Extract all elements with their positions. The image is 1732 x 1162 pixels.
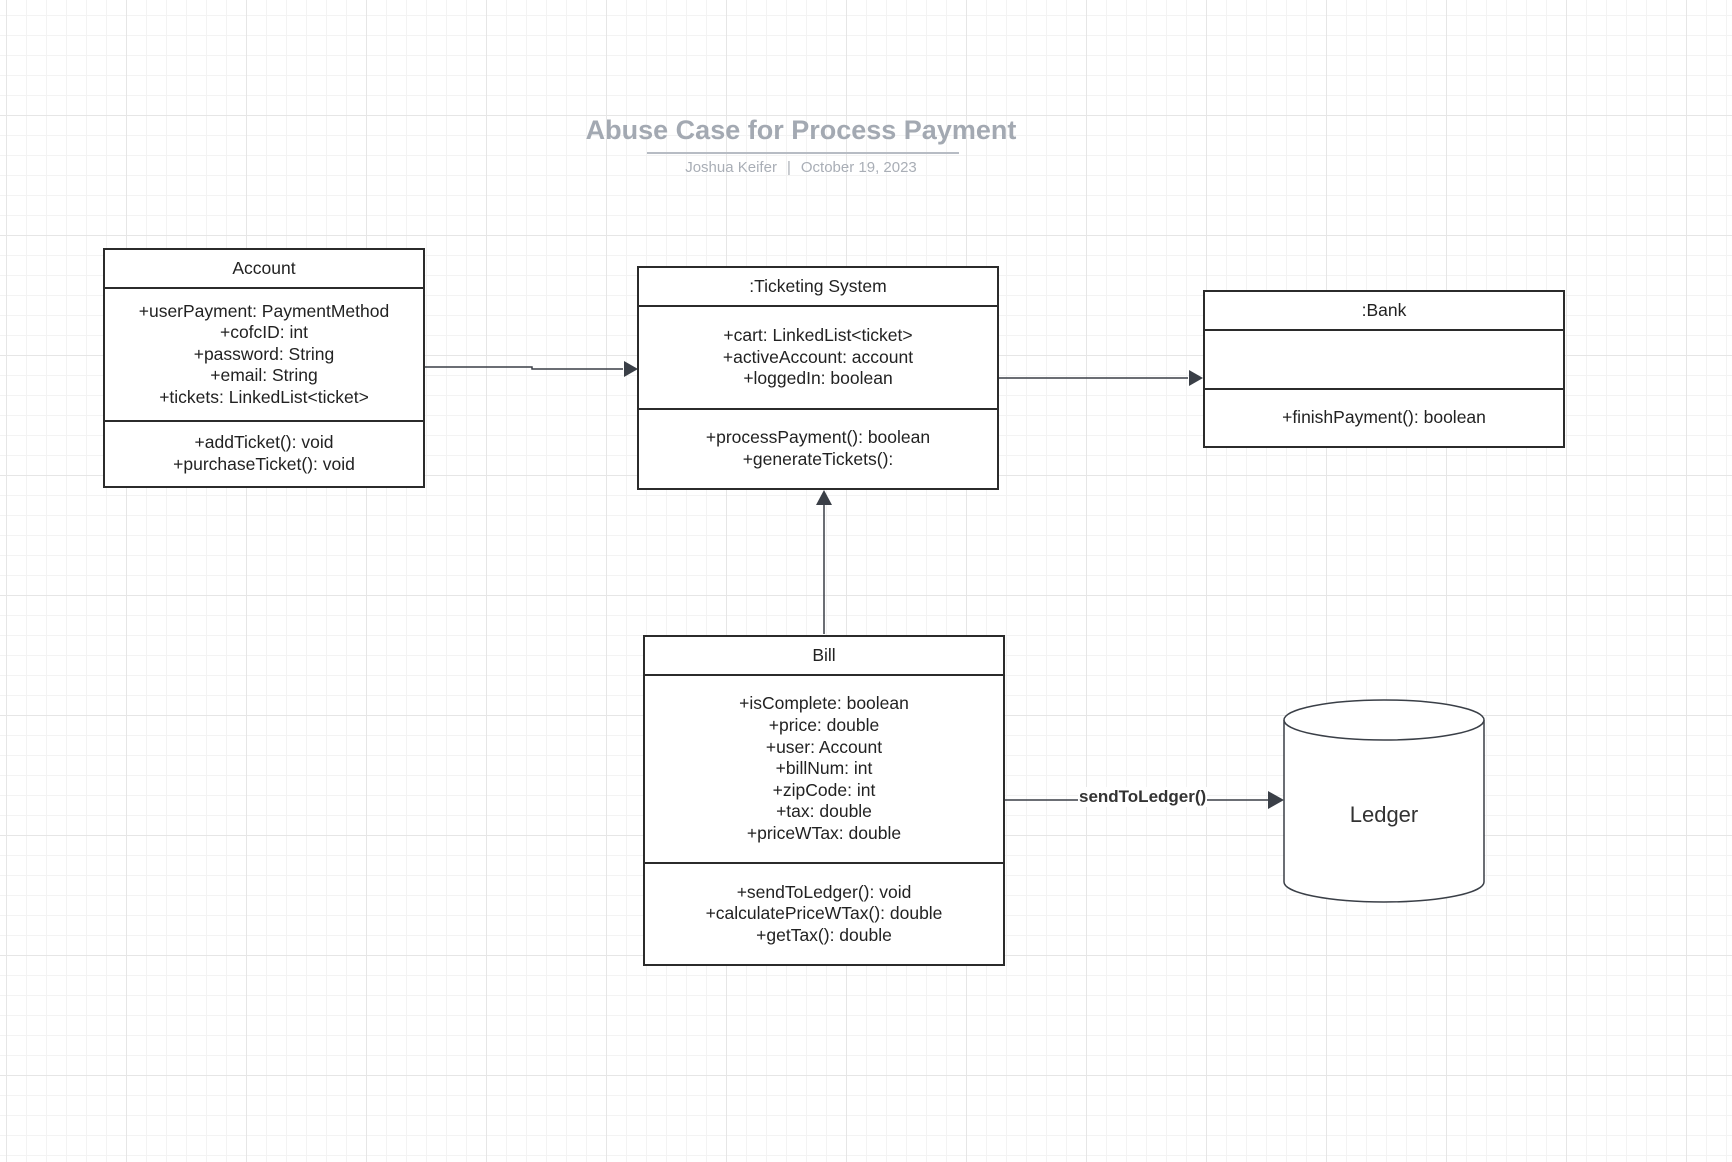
send-to-ledger-label: sendToLedger()	[1078, 787, 1208, 807]
bill-class[interactable]: Bill +isComplete: boolean +price: double…	[643, 635, 1005, 966]
bill-attribute: +priceWTax: double	[746, 822, 902, 843]
ticketing-system-attribute: +cart: LinkedList<ticket>	[723, 325, 913, 346]
account-methods: +addTicket(): void +purchaseTicket(): vo…	[105, 422, 423, 486]
diagram-subtitle: Joshua Keifer | October 19, 2023	[0, 159, 1602, 176]
ticketing-system-attributes: +cart: LinkedList<ticket> +activeAccount…	[639, 307, 997, 410]
bill-attribute: +zipCode: int	[772, 779, 876, 800]
account-attribute: +email: String	[210, 365, 318, 386]
account-to-ticketing-arrowhead	[624, 361, 638, 377]
ticketing-system-class[interactable]: :Ticketing System +cart: LinkedList<tick…	[637, 266, 999, 490]
bill-to-ticketing-arrowhead	[816, 490, 832, 505]
account-class-name: Account	[105, 250, 423, 289]
bill-attributes: +isComplete: boolean +price: double +use…	[645, 676, 1003, 864]
ticketing-system-method: +generateTickets():	[742, 449, 894, 469]
account-attributes: +userPayment: PaymentMethod +cofcID: int…	[105, 289, 423, 422]
bill-attribute: +tax: double	[776, 801, 872, 822]
ledger-datastore[interactable]	[1283, 699, 1485, 903]
bill-attribute: +billNum: int	[775, 758, 873, 779]
bill-attribute: +user: Account	[765, 736, 883, 757]
bank-class[interactable]: :Bank +finishPayment(): boolean	[1203, 290, 1565, 448]
account-class[interactable]: Account +userPayment: PaymentMethod +cof…	[103, 248, 425, 488]
bill-methods: +sendToLedger(): void +calculatePriceWTa…	[645, 864, 1003, 964]
account-method: +addTicket(): void	[194, 432, 334, 453]
diagram-date: October 19, 2023	[800, 159, 917, 176]
ticketing-system-attribute: +activeAccount: account	[722, 346, 914, 367]
title-underline	[647, 152, 959, 154]
bank-class-name: :Bank	[1205, 292, 1563, 331]
bill-method: +getTax(): double	[756, 924, 892, 945]
bank-methods: +finishPayment(): boolean	[1205, 390, 1563, 446]
bill-to-ledger-arrowhead	[1268, 791, 1284, 809]
account-to-ticketing-connector[interactable]	[424, 366, 623, 370]
bill-method: +sendToLedger(): void	[736, 881, 912, 902]
ticketing-system-attribute: +loggedIn: boolean	[743, 368, 893, 389]
bank-attributes	[1205, 331, 1563, 390]
ticketing-system-methods: +processPayment(): boolean +generateTick…	[639, 410, 997, 488]
subtitle-separator: |	[786, 159, 791, 176]
ledger-label: Ledger	[1349, 802, 1419, 827]
account-attribute: +password: String	[193, 343, 335, 364]
bill-class-name: Bill	[645, 637, 1003, 676]
account-attribute: +cofcID: int	[219, 322, 309, 343]
ticketing-to-bank-arrowhead	[1189, 370, 1203, 386]
bill-attribute: +price: double	[768, 715, 880, 736]
diagram-title: Abuse Case for Process Payment	[585, 115, 1017, 145]
ticketing-system-class-name: :Ticketing System	[639, 268, 997, 307]
ticketing-system-method: +processPayment(): boolean	[705, 427, 931, 448]
bill-method: +calculatePriceWTax(): double	[705, 903, 943, 924]
account-attribute: +userPayment: PaymentMethod	[138, 300, 390, 321]
bank-method: +finishPayment(): boolean	[1282, 407, 1486, 428]
account-method: +purchaseTicket(): void	[173, 454, 355, 474]
account-attribute: +tickets: LinkedList<ticket>	[159, 386, 369, 407]
bill-attribute: +isComplete: boolean	[739, 693, 909, 714]
author-name: Joshua Keifer	[685, 159, 777, 176]
